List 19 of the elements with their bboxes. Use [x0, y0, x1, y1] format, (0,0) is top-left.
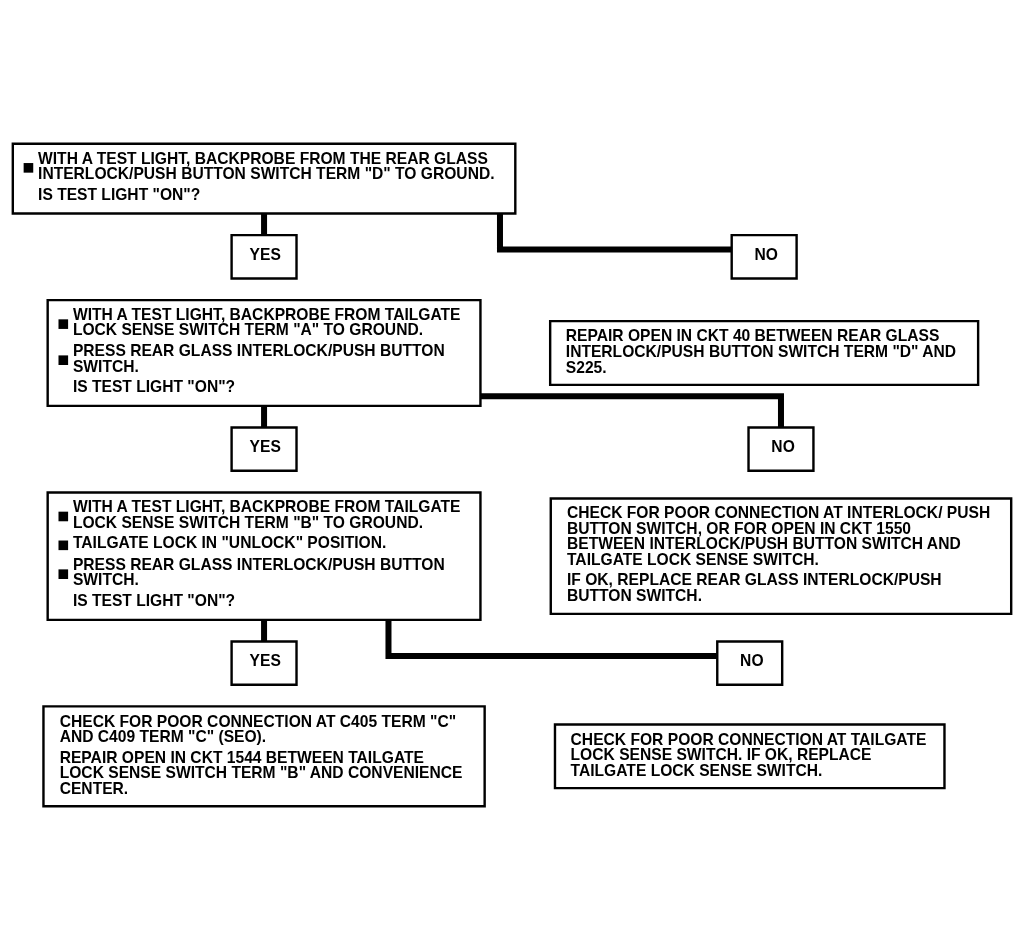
node-box: YES: [230, 426, 298, 472]
node-box: YES: [230, 233, 298, 280]
connector: [385, 619, 718, 659]
connector: [480, 393, 784, 428]
connector: [261, 406, 268, 428]
node-box: WITH A TEST LIGHT, BACKPROBE FROM TAILGATE LOCK SENSE SWITCH TERM "B" TO GROUND. TAILGATE LOCK IN "UNLOCK" POSITION. PRESS REAR GLASS INTERLOCK/PUSH BUTTON SWITCH. IS TEST LIGHT "ON"?: [46, 491, 482, 622]
connector: [496, 213, 732, 253]
node-box: CHECK FOR POOR CONNECTION AT TAILGATE LOCK SENSE SWITCH. IF OK, REPLACE TAILGATE LOCK SENSE SWITCH.: [553, 723, 946, 790]
connector: [261, 213, 268, 236]
node-box: REPAIR OPEN IN CKT 40 BETWEEN REAR GLASS INTERLOCK/PUSH BUTTON SWITCH TERM "D" AND S225.: [548, 319, 980, 387]
node-box: WITH A TEST LIGHT, BACKPROBE FROM THE REAR GLASS INTERLOCK/PUSH BUTTON SWITCH TERM "D" TO GROUND. IS TEST LIGHT "ON"?: [11, 142, 517, 215]
node-box: NO: [716, 640, 784, 686]
node-box: NO: [747, 426, 815, 472]
node-box: CHECK FOR POOR CONNECTION AT INTERLOCK/ PUSH BUTTON SWITCH, OR FOR OPEN IN CKT 1550 BETWEEN INTERLOCK/PUSH BUTTON SWITCH AND TAILGATE LOCK SENSE SWITCH. IF OK, REPLACE REAR GLASS INTERLOCK/PUSH BUTTON SWITCH.: [549, 497, 1013, 616]
node-box: CHECK FOR POOR CONNECTION AT C405 TERM "C" AND C409 TERM "C" (SEO). REPAIR OPEN IN CKT 1544 BETWEEN TAILGATE LOCK SENSE SWITCH TERM "B" AND CONVENIENCE CENTER.: [42, 705, 486, 808]
node-box: YES: [230, 640, 298, 686]
node-box: WITH A TEST LIGHT, BACKPROBE FROM TAILGATE LOCK SENSE SWITCH TERM "A" TO GROUND. PRESS REAR GLASS INTERLOCK/PUSH BUTTON SWITCH. IS TEST LIGHT "ON"?: [46, 298, 482, 408]
node-box: NO: [730, 233, 798, 280]
connector: [261, 619, 268, 642]
